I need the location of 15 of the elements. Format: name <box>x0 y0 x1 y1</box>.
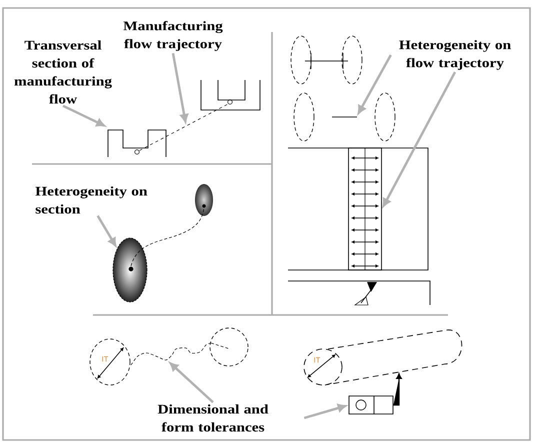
leader-arrow <box>62 104 105 126</box>
leader-arrow <box>172 52 188 122</box>
leader-arrow <box>96 215 116 246</box>
tolerance-frame <box>348 396 394 414</box>
leader-arrow <box>304 404 346 420</box>
callout-text: Dimensional and form tolerances <box>158 404 268 432</box>
leader-arrow <box>382 72 456 207</box>
callout-text: Heterogeneity on section <box>35 186 148 214</box>
leader-arrow <box>392 373 402 406</box>
leader-arrow <box>170 362 214 404</box>
callout-text: Manufacturing flow trajectory <box>123 21 223 51</box>
shaded-ellipse <box>112 238 148 302</box>
callout-text: Heterogeneity on flow trajectory <box>399 40 511 70</box>
leader-arrow <box>358 54 392 114</box>
callout-text: Transversal section of manufacturing flow <box>14 40 112 104</box>
